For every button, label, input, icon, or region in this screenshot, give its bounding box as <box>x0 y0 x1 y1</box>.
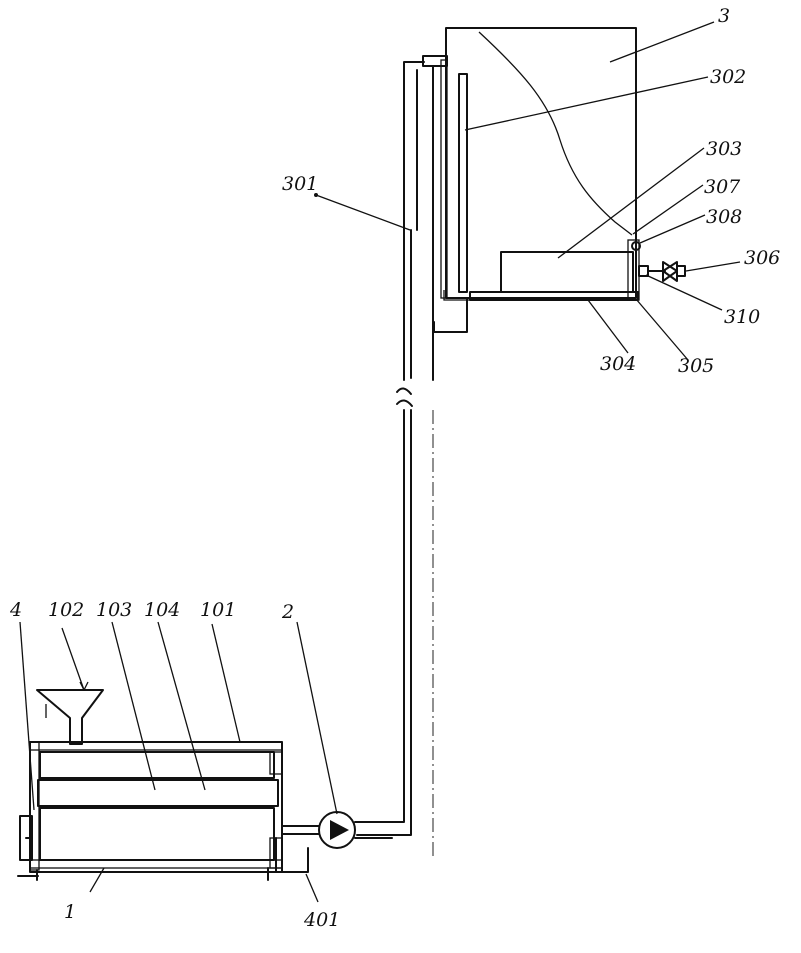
label-102: 102 <box>48 599 84 621</box>
label-101: 101 <box>200 599 236 621</box>
inner-tube <box>458 73 468 293</box>
leader-304 <box>587 299 629 354</box>
pipe-break-mark <box>396 387 413 407</box>
leader-103 <box>111 621 156 791</box>
bolt-308 <box>631 241 641 251</box>
labels: 3 302 303 307 308 306 310 305 304 301 2 … <box>9 5 780 931</box>
filter-mesh-104 <box>37 779 279 807</box>
pump-bracket-401 <box>275 837 309 873</box>
leader-307 <box>632 184 704 235</box>
pipe-left-upper <box>403 61 425 381</box>
upper-chamber <box>39 751 275 779</box>
leader-305 <box>635 298 689 361</box>
upper-tank <box>422 27 637 333</box>
leader-102 <box>61 627 85 691</box>
label-401: 401 <box>303 909 340 931</box>
label-310: 310 <box>724 306 760 328</box>
leader-308 <box>639 214 706 244</box>
leader-102-arrow <box>79 681 89 691</box>
label-306: 306 <box>744 247 780 269</box>
label-301: 301 <box>282 173 318 195</box>
box-bottom-plate <box>29 859 283 869</box>
label-307: 307 <box>704 176 741 198</box>
leader-104 <box>157 621 206 791</box>
tray-base-plate <box>469 291 639 301</box>
leader-2 <box>296 621 338 815</box>
box-right-cap-upper <box>269 751 283 775</box>
box-top-plate-101 <box>29 741 283 751</box>
box-feet <box>36 867 269 881</box>
label-4: 4 <box>9 599 22 621</box>
pipe-lower <box>356 409 412 836</box>
outlet-fitting-310 <box>638 265 649 277</box>
tank-body <box>445 27 637 299</box>
tank-contents-curve <box>478 31 633 236</box>
sand-filter-layer <box>500 251 634 293</box>
leader-310 <box>645 274 723 311</box>
pump-direction-arrow <box>330 820 349 840</box>
label-303: 303 <box>706 138 742 160</box>
leader-lines <box>19 21 741 903</box>
feed-funnel-102 <box>36 689 104 745</box>
pipe-guide-upper <box>425 65 434 381</box>
filter-tray <box>469 239 686 301</box>
label-103: 103 <box>96 599 132 621</box>
tank-inlet-fitting <box>422 55 448 67</box>
leader-301-dot <box>314 193 318 197</box>
label-305: 305 <box>678 355 714 377</box>
lower-chamber <box>39 807 275 861</box>
leader-3 <box>609 21 715 63</box>
leader-4 <box>19 621 35 811</box>
leader-1 <box>89 867 105 893</box>
box-right-cap-lower <box>269 837 283 869</box>
valve-nozzle <box>676 265 686 277</box>
label-104: 104 <box>144 599 180 621</box>
lower-box <box>17 689 283 881</box>
riser-pipe <box>356 61 434 860</box>
pipe-right-upper <box>410 69 418 379</box>
leader-302 <box>464 76 709 131</box>
label-1: 1 <box>64 901 76 923</box>
valve-306 <box>662 261 678 282</box>
tank-outlet-bend <box>433 297 468 333</box>
pump-outlet-pipe <box>354 821 393 839</box>
pump-inlet-pipe <box>281 825 320 835</box>
label-2: 2 <box>281 601 294 623</box>
label-3: 3 <box>718 5 730 27</box>
leader-401 <box>305 873 319 903</box>
leader-301 <box>315 194 411 231</box>
label-302: 302 <box>710 66 746 88</box>
leader-101 <box>211 623 241 743</box>
tank-base-step <box>443 290 476 301</box>
leader-306 <box>685 261 741 272</box>
leader-303 <box>557 147 705 259</box>
pump <box>275 811 393 873</box>
label-304: 304 <box>600 353 636 375</box>
label-308: 308 <box>706 206 742 228</box>
